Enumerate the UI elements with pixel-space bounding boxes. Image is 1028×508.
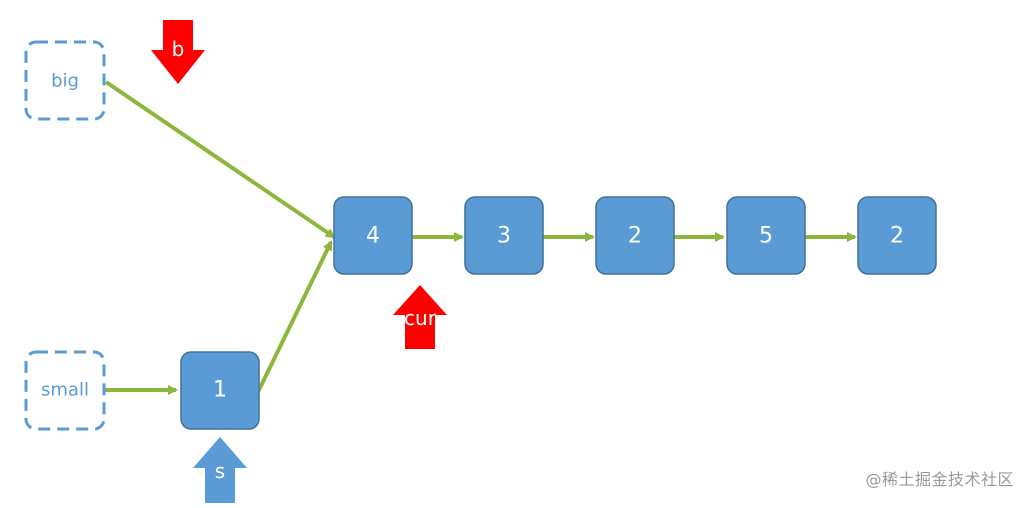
list-node-value: 4 [366, 224, 380, 249]
list-node-value: 2 [890, 224, 904, 249]
dummy-node-small: small [24, 350, 106, 431]
list-node: 2 [857, 196, 937, 275]
edge-node-1-to-node-4 [256, 240, 333, 393]
pointer-b-label: b [172, 37, 185, 61]
pointer-cur-label: cur [404, 306, 437, 330]
list-node: 3 [464, 196, 544, 275]
pointer-s-label: s [215, 459, 225, 483]
small-list-node-value: 1 [213, 378, 227, 403]
pointer-b-arrow-icon: b [151, 20, 205, 84]
list-node: 2 [595, 196, 675, 275]
dummy-node-small-label: small [41, 380, 89, 401]
dummy-node-big-label: big [51, 71, 79, 92]
pointer-cur-arrow-icon: cur [393, 285, 447, 349]
list-node: 4 [333, 196, 413, 275]
list-node-value: 2 [628, 224, 642, 249]
small-list-node: 1 [180, 351, 260, 430]
pointer-s-arrow-icon: s [193, 437, 247, 503]
dummy-node-big: big [24, 40, 106, 121]
watermark: @稀土掘金技术社区 [865, 470, 1014, 489]
list-node: 5 [726, 196, 806, 275]
list-node-value: 5 [759, 224, 773, 249]
list-node-value: 3 [497, 224, 511, 249]
edge-big-to-node-4 [104, 80, 336, 239]
